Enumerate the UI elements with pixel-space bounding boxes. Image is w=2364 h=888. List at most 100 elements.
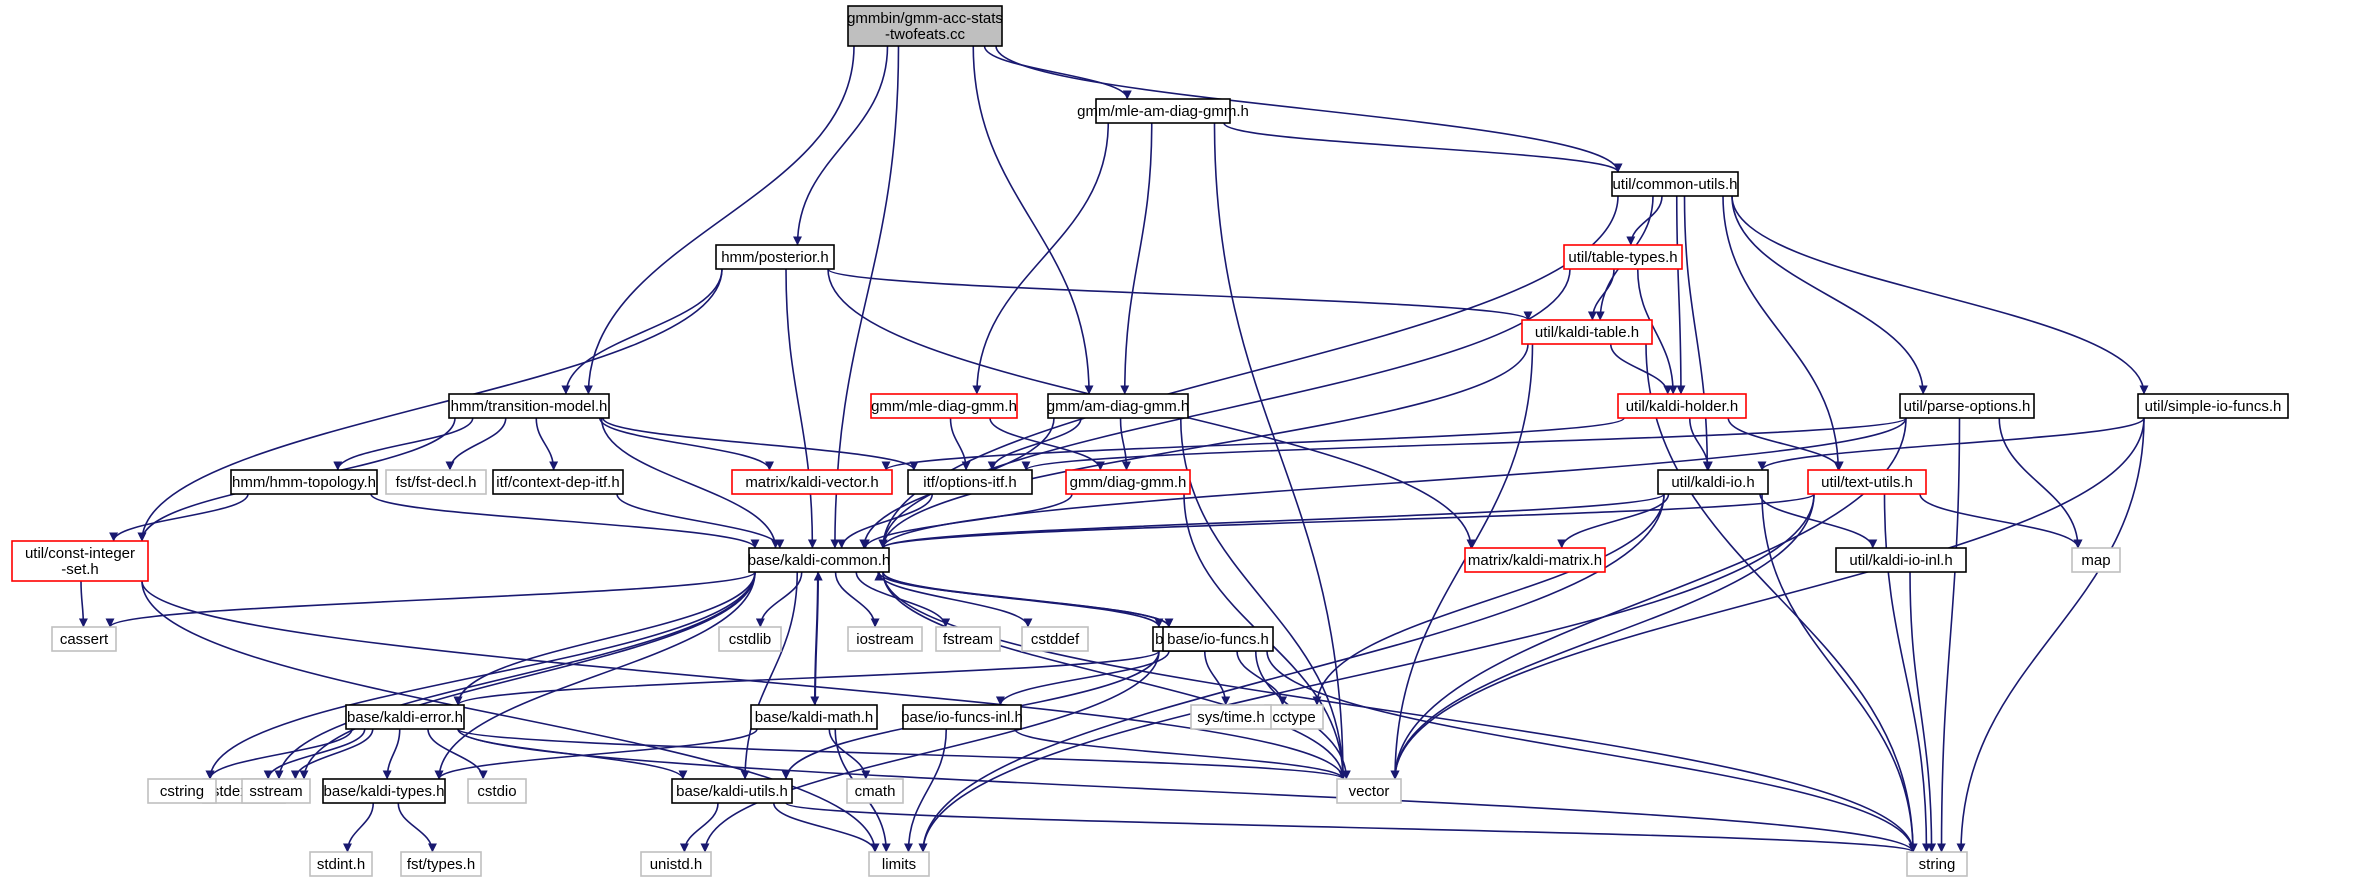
node-mle_diag[interactable]: gmm/mle-diag-gmm.h (870, 393, 1018, 419)
node-kaldi_vector[interactable]: matrix/kaldi-vector.h (731, 469, 893, 495)
node-box (448, 393, 610, 419)
node-kaldi_types[interactable]: base/kaldi-types.h (322, 778, 446, 804)
node-label: cstdlib (729, 631, 772, 648)
node-label: iostream (856, 631, 914, 648)
edge-const_int_set-to-limits (141, 580, 880, 853)
node-table_types[interactable]: util/table-types.h (1563, 244, 1683, 270)
node-box (345, 704, 465, 730)
node-label: util/text-utils.h (1821, 474, 1913, 491)
edge-am_diag-to-options_itf (987, 417, 1082, 471)
node-box (902, 704, 1022, 730)
node-cstdio: cstdio (467, 778, 527, 804)
edge-io_funcs-to-string (1266, 650, 1918, 853)
edge-kaldi_common-to-iostream (834, 571, 880, 628)
node-label: util/common-utils.h (1612, 176, 1737, 193)
node-box (1617, 393, 1747, 419)
node-cctype: cctype (1264, 704, 1324, 730)
edge-kaldi_types-to-stdint (342, 802, 375, 853)
node-box (2137, 393, 2289, 419)
edge-kaldi_holder-to-text_utils (1727, 417, 1844, 471)
node-kaldi_error[interactable]: base/kaldi-error.h (345, 704, 465, 730)
edge-text_utils-to-map (1919, 493, 2083, 549)
node-box (1065, 469, 1191, 495)
edge-table_types-to-kaldi_table (1587, 268, 1615, 321)
node-label: util/kaldi-io-inl.h (1849, 552, 1952, 569)
edge-kaldi_error-to-stdexcept (263, 728, 366, 780)
node-io_funcs_inl[interactable]: base/io-funcs-inl.h (901, 704, 1023, 730)
node-label: base/io-funcs.h (1167, 631, 1269, 648)
node-kaldi_common[interactable]: base/kaldi-common.h (748, 547, 891, 573)
edge-root-to-am_diag (972, 45, 1094, 395)
node-am_diag[interactable]: gmm/am-diag-gmm.h (1047, 393, 1190, 419)
node-kaldi_io[interactable]: util/kaldi-io.h (1657, 469, 1769, 495)
node-label: cctype (1272, 709, 1315, 726)
node-context_dep[interactable]: itf/context-dep-itf.h (492, 469, 624, 495)
edge-kaldi_common-to-kaldi_error (453, 571, 756, 706)
node-transition_model[interactable]: hmm/transition-model.h (448, 393, 610, 419)
node-hmm_topology[interactable]: hmm/hmm-topology.h (230, 469, 378, 495)
edge-kaldi_error-to-kaldi_types (382, 728, 401, 780)
node-options_itf[interactable]: itf/options-itf.h (907, 469, 1033, 495)
node-map: map (2071, 547, 2121, 573)
edge-hmm_topology-to-kaldi_common (370, 493, 760, 549)
edge-simple_io-to-kaldi_io (1757, 417, 2145, 471)
node-kaldi_math[interactable]: base/kaldi-math.h (750, 704, 878, 730)
node-label: -twofeats.cc (885, 26, 966, 43)
node-kaldi_io_inl[interactable]: util/kaldi-io-inl.h (1835, 547, 1967, 573)
node-kaldi_matrix[interactable]: matrix/kaldi-matrix.h (1464, 547, 1606, 573)
edge-transition_model-to-fst_decl (445, 417, 507, 471)
node-fst_types: fst/types.h (400, 851, 482, 877)
edge-kaldi_io-to-limits (918, 493, 1665, 853)
node-kaldi_holder[interactable]: util/kaldi-holder.h (1617, 393, 1747, 419)
node-parse_options[interactable]: util/parse-options.h (1899, 393, 2035, 419)
edge-kaldi_types-to-fst_types (397, 802, 437, 853)
node-string: string (1906, 851, 1968, 877)
node-label: limits (882, 856, 916, 873)
node-fst_decl: fst/fst-decl.h (385, 469, 487, 495)
edge-hmm_topology-to-const_int_set (109, 493, 249, 542)
edge-common_utils-to-parse_options (1731, 195, 1928, 395)
node-simple_io[interactable]: util/simple-io-funcs.h (2137, 393, 2289, 419)
edge-text_utils-to-limits (918, 493, 1815, 853)
edge-kaldi_common-to-cstdlib (755, 571, 803, 628)
edge-root-to-mle_am (983, 45, 1132, 100)
node-label: itf/options-itf.h (923, 474, 1016, 491)
node-common_utils[interactable]: util/common-utils.h (1611, 171, 1739, 197)
edge-transition_model-to-kaldi_vector (598, 417, 774, 471)
node-sys_time: sys/time.h (1190, 704, 1272, 730)
edge-mle_diag-to-diag_gmm (989, 417, 1105, 471)
node-label: cassert (60, 631, 109, 648)
node-kaldi_utils[interactable]: base/kaldi-utils.h (671, 778, 793, 804)
node-mle_am[interactable]: gmm/mle-am-diag-gmm.h (1077, 98, 1249, 124)
node-fstream: fstream (935, 626, 1001, 652)
edge-root-to-common_utils (995, 45, 1623, 173)
node-label: base/kaldi-types.h (324, 783, 445, 800)
node-const_int_set[interactable]: util/const-integer-set.h (11, 540, 149, 582)
node-text_utils[interactable]: util/text-utils.h (1807, 469, 1927, 495)
edge-root-to-transition_model (583, 45, 855, 395)
node-label: gmm/diag-gmm.h (1070, 474, 1187, 491)
node-label: cstring (160, 783, 204, 800)
edge-io_funcs-to-kaldi_common (874, 571, 1170, 628)
node-box (1611, 171, 1739, 197)
node-label: stdint.h (317, 856, 365, 873)
node-label: fstream (943, 631, 993, 648)
node-box (1807, 469, 1927, 495)
edge-kaldi_common-to-kaldi_types (434, 571, 756, 780)
node-label: util/table-types.h (1568, 249, 1677, 266)
node-root[interactable]: gmmbin/gmm-acc-stats-twofeats.cc (847, 5, 1003, 47)
node-stdint: stdint.h (309, 851, 373, 877)
node-label: string (1919, 856, 1956, 873)
node-posterior[interactable]: hmm/posterior.h (715, 244, 835, 270)
node-sstream: sstream (241, 778, 311, 804)
node-box (935, 626, 1001, 652)
node-io_funcs[interactable]: base/io-funcs.h (1162, 626, 1274, 652)
node-label: fst/fst-decl.h (396, 474, 477, 491)
node-box (1047, 393, 1189, 419)
edge-parse_options-to-options_itf (1021, 417, 1907, 471)
node-limits: limits (868, 851, 930, 877)
node-kaldi_table[interactable]: util/kaldi-table.h (1521, 319, 1653, 345)
node-diag_gmm[interactable]: gmm/diag-gmm.h (1065, 469, 1191, 495)
edge-timer-to-sys_time (1203, 650, 1231, 706)
node-box (241, 778, 311, 804)
